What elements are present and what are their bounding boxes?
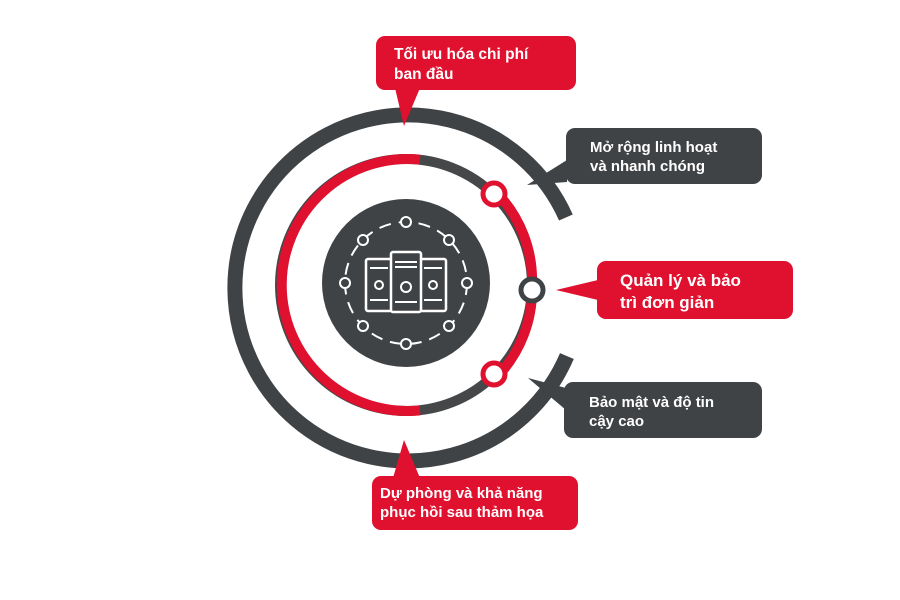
callout-disaster-recovery: Dự phòng và khả năng phục hồi sau thảm h… — [372, 476, 578, 530]
callout-simple-management: Quản lý và bảo trì đơn giản — [597, 261, 793, 319]
callout-scale-text: Mở rộng linh hoạt và nhanh chóng — [590, 139, 718, 176]
callout-cost-text: Tối ưu hóa chi phí ban đầu — [394, 46, 529, 83]
pointer-cost — [395, 88, 420, 126]
callout-security-reliability: Bảo mật và độ tin cậy cao — [564, 382, 762, 438]
server-network-icon — [322, 199, 490, 367]
inner-ring-red-arc — [276, 154, 421, 416]
callout-recovery-text: Dự phòng và khả năng phục hồi sau thảm h… — [380, 485, 544, 522]
marker-upper — [480, 180, 508, 208]
callout-flexible-scaling: Mở rộng linh hoạt và nhanh chóng — [566, 128, 762, 184]
outer-ring — [227, 107, 574, 469]
callout-manage-text: Quản lý và bảo trì đơn giản — [620, 271, 741, 312]
pointer-security — [528, 378, 566, 410]
pointer-manage — [556, 280, 598, 300]
pointer-recovery — [393, 440, 420, 478]
callout-security-text: Bảo mật và độ tin cậy cao — [589, 394, 715, 431]
marker-right — [518, 276, 546, 304]
marker-lower — [480, 360, 508, 388]
callout-cost-optimization: Tối ưu hóa chi phí ban đầu — [376, 36, 576, 90]
pointer-scale — [527, 160, 567, 185]
